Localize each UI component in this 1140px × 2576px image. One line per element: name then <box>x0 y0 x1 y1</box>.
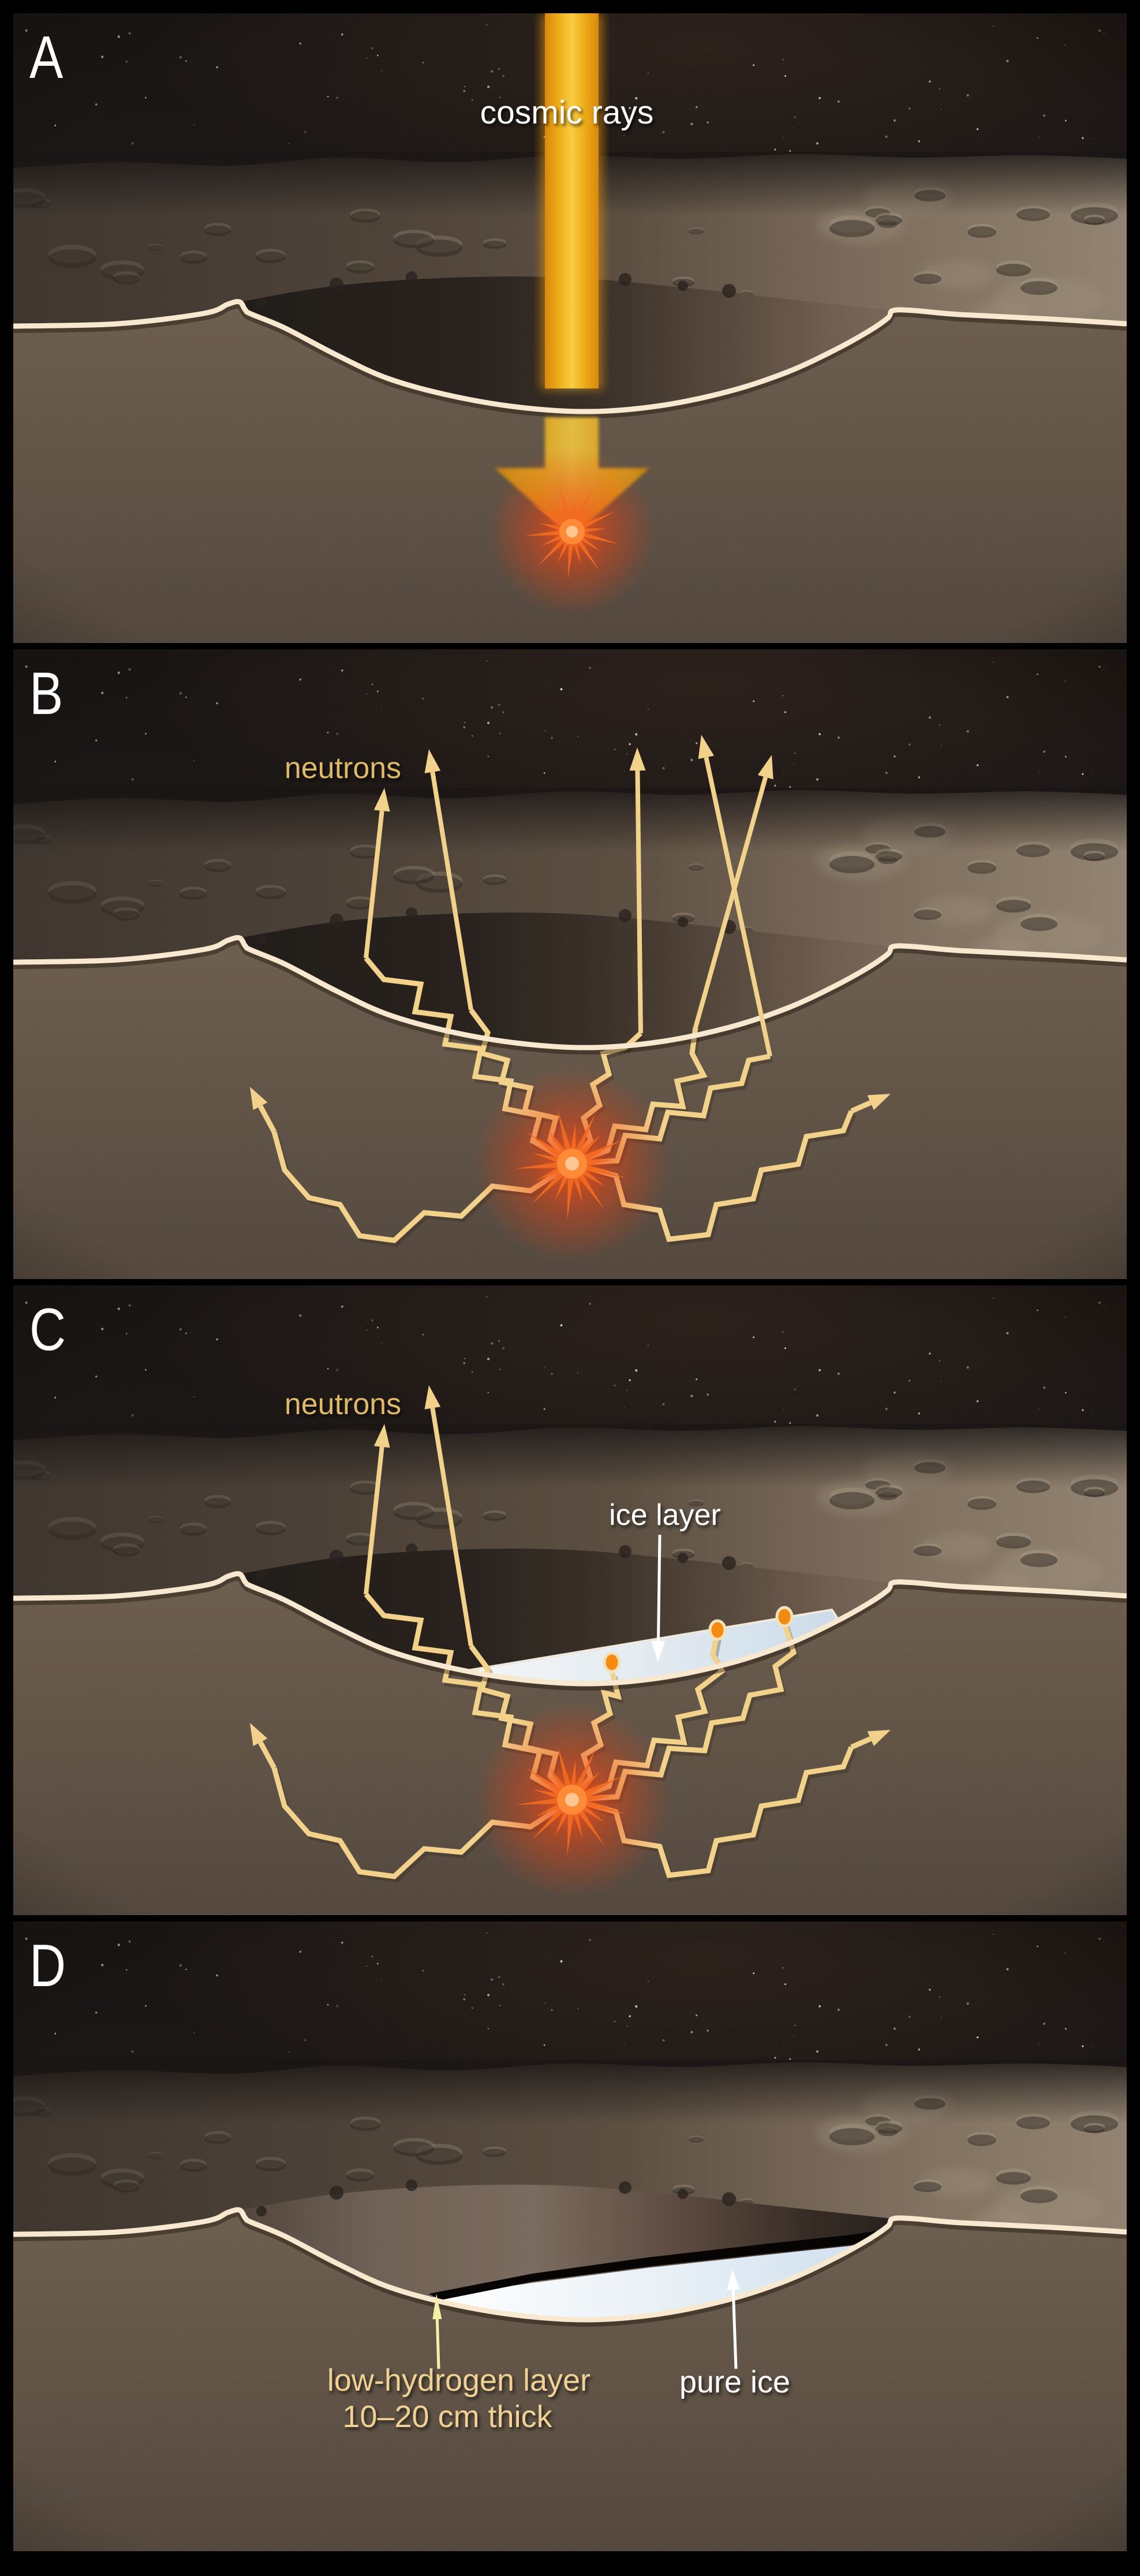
neutrons-label: neutrons <box>284 1388 402 1421</box>
vignette <box>13 649 1127 1279</box>
panel-c-letter: C <box>29 1296 66 1363</box>
panel-c: C neutrons ice layer <box>13 1285 1127 1915</box>
panel-a: A cosmic rays <box>13 13 1127 643</box>
panel-b: B neutrons <box>13 649 1127 1279</box>
panel-a-letter: A <box>29 24 63 91</box>
vignette <box>13 1921 1127 2551</box>
panel-b-letter: B <box>29 660 63 727</box>
panel-a-graphic <box>13 13 1127 643</box>
ice-layer-label: ice layer <box>609 1498 721 1532</box>
panel-d-letter: D <box>29 1932 66 1999</box>
panel-d: D low-hydrogen layer 10–20 cm thick pure… <box>13 1921 1127 2551</box>
panel-d-graphic <box>13 1921 1127 2551</box>
low-hydrogen-label-line2: 10–20 cm thick <box>342 2399 552 2434</box>
neutrons-label: neutrons <box>284 752 402 785</box>
pure-ice-label: pure ice <box>679 2365 791 2399</box>
low-hydrogen-label-line1: low-hydrogen layer <box>327 2363 591 2398</box>
vignette <box>13 1285 1127 1915</box>
panel-b-graphic <box>13 649 1127 1279</box>
panel-c-graphic <box>13 1285 1127 1915</box>
vignette <box>13 13 1127 643</box>
cosmic-rays-label: cosmic rays <box>480 94 654 131</box>
